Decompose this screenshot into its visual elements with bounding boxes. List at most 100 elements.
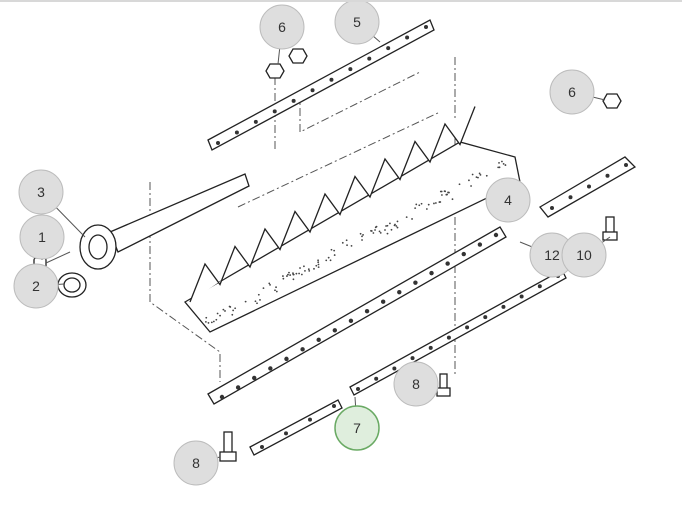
- bolt-hole: [284, 431, 288, 435]
- serration-dot: [406, 216, 408, 218]
- serration-dot: [282, 278, 284, 280]
- serration-dot: [315, 265, 317, 267]
- callout-label: 12: [544, 247, 560, 263]
- callout-6[interactable]: 6: [550, 70, 605, 114]
- bolt-hole: [381, 300, 385, 304]
- bolt-hole: [587, 185, 591, 189]
- serration-dot: [328, 257, 330, 259]
- serration-dot: [387, 225, 389, 227]
- serration-dot: [313, 268, 315, 270]
- callout-label: 8: [192, 455, 200, 471]
- serration-dot: [286, 275, 288, 277]
- callout-2[interactable]: 2: [14, 264, 64, 308]
- serration-dot: [205, 321, 207, 323]
- serration-dot: [387, 233, 389, 235]
- serration-dot: [472, 174, 474, 176]
- serration-dot: [258, 294, 260, 296]
- bolt-hole: [429, 271, 433, 275]
- serration-dot: [308, 270, 310, 272]
- bolt: [603, 217, 617, 240]
- serration-dot: [415, 204, 417, 206]
- serration-dot: [275, 286, 277, 288]
- serration-dot: [470, 185, 472, 187]
- bolt-hole: [411, 356, 415, 360]
- serration-dot: [374, 229, 376, 231]
- serration-dot: [361, 239, 363, 241]
- serration-dot: [342, 242, 344, 244]
- serration-dot: [501, 161, 503, 163]
- serration-dot: [503, 163, 505, 165]
- serration-dot: [384, 229, 386, 231]
- serration-dot: [298, 273, 300, 275]
- bolt-hole: [478, 242, 482, 246]
- bolt: [437, 374, 450, 396]
- bolt-hole: [624, 163, 628, 167]
- bolt-hole: [348, 67, 352, 71]
- callout-7[interactable]: 7: [335, 397, 379, 450]
- serration-dot: [268, 282, 270, 284]
- serration-dot: [441, 191, 443, 193]
- serration-dot: [317, 259, 319, 261]
- serration-dot: [397, 221, 399, 223]
- bolt-hole: [308, 418, 312, 422]
- bolt-hole: [494, 233, 498, 237]
- serration-dot: [325, 260, 327, 262]
- serration-dot: [446, 194, 448, 196]
- callout-label: 6: [278, 19, 286, 35]
- bolt-hole: [397, 290, 401, 294]
- bolt-hole: [462, 252, 466, 256]
- serration-dot: [318, 266, 320, 268]
- serration-dot: [433, 203, 435, 205]
- serration-dot: [269, 284, 271, 286]
- bolt-hole: [268, 366, 272, 370]
- serration-dot: [276, 291, 278, 293]
- serration-dot: [217, 313, 219, 315]
- bolt-hole: [392, 366, 396, 370]
- serration-dot: [459, 183, 461, 185]
- serration-dot: [376, 226, 378, 228]
- serration-dot: [426, 208, 428, 210]
- callout-label: 7: [353, 420, 361, 436]
- callout-8[interactable]: 8: [394, 362, 438, 406]
- callout-1[interactable]: 1: [20, 215, 64, 260]
- serration-dot: [282, 275, 284, 277]
- bolt: [220, 432, 236, 461]
- serration-dot: [379, 231, 381, 233]
- callout-4[interactable]: 4: [486, 178, 530, 222]
- serration-dot: [299, 267, 301, 269]
- serration-dot: [308, 268, 310, 270]
- serration-dot: [346, 239, 348, 241]
- serration-dot: [499, 166, 501, 168]
- serration-dot: [211, 321, 213, 323]
- serration-dot: [287, 274, 289, 276]
- serration-dot: [391, 229, 393, 231]
- serration-dot: [292, 272, 294, 274]
- serration-dot: [205, 317, 207, 319]
- bolt-hole: [356, 387, 360, 391]
- bolt-hole: [333, 328, 337, 332]
- serration-dot: [447, 192, 449, 194]
- bolt-hole: [260, 445, 264, 449]
- bolt-hole: [365, 309, 369, 313]
- serration-dot: [411, 218, 413, 220]
- bolt-hole: [252, 376, 256, 380]
- serration-dot: [346, 244, 348, 246]
- bolt-hole: [220, 395, 224, 399]
- serration-dot: [380, 232, 382, 234]
- serration-dot: [219, 315, 221, 317]
- bolt-hole: [501, 305, 505, 309]
- bolt-hole: [284, 357, 288, 361]
- bolt-hole: [367, 57, 371, 61]
- part-2-bushing: [58, 273, 86, 297]
- serration-dot: [256, 302, 258, 304]
- part-4-knife-sections: [185, 107, 520, 333]
- callout-5[interactable]: 5: [335, 2, 380, 44]
- serration-dot: [486, 175, 488, 177]
- bolt-hole: [413, 280, 417, 284]
- serration-dot: [259, 299, 261, 301]
- callout-label: 3: [37, 184, 45, 200]
- bolt-hole: [216, 141, 220, 145]
- serration-dot: [397, 227, 399, 229]
- callout-8[interactable]: 8: [174, 441, 220, 485]
